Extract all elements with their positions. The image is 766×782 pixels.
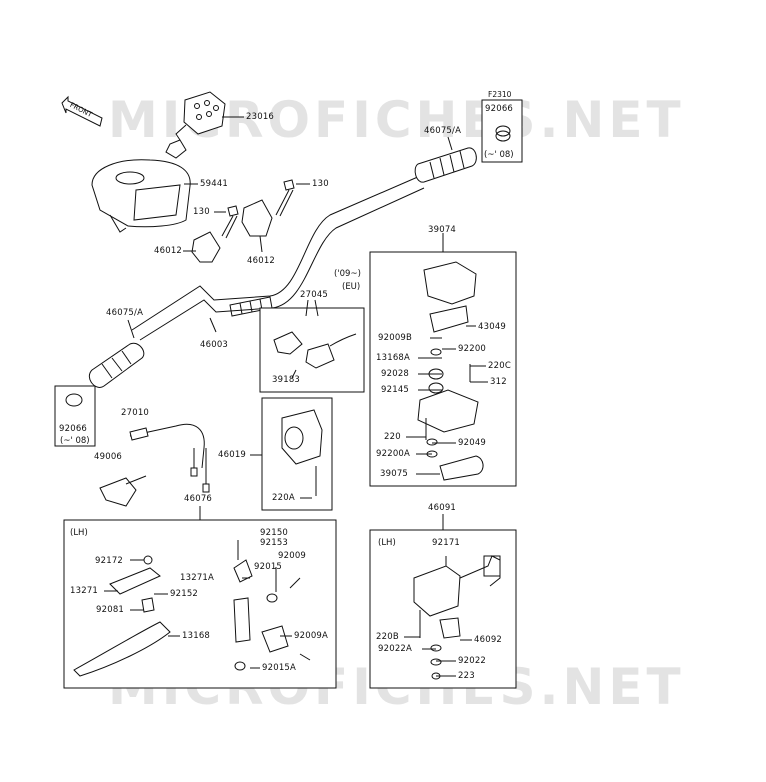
part-46075a-grip-left [88,319,145,388]
callout-92150: 92150 [260,528,289,538]
callout-46012-a: 46012 [154,246,183,256]
callout-92200a: 92200A [376,449,411,459]
part-46019-box [250,397,333,511]
callout-92081: 92081 [96,605,125,615]
part-130-bolts [214,179,310,239]
callout-92172: 92172 [95,556,124,566]
callout-46076: 46076 [184,494,213,504]
callout-46075a-left: 46075/A [106,308,144,318]
callout-312: 312 [490,377,507,387]
callout-39074: 39074 [428,225,457,235]
eu-note: ('09~) [334,269,361,279]
leader-lines [104,299,488,677]
part-92066-box-left [54,385,96,447]
callout-13271: 13271 [70,586,99,596]
part-39074-box [369,233,517,487]
callout-130-b: 130 [193,207,210,217]
callout-92028: 92028 [381,369,410,379]
part-27010-cable [129,423,210,493]
callout-46075a-right: 46075/A [424,126,462,136]
part-23016-switch [165,91,244,159]
callout-92015: 92015 [254,562,283,572]
callout-92049: 92049 [458,438,487,448]
part-46076-box [63,506,337,689]
callout-46012-b: 46012 [247,256,276,266]
note-92066-top: (~' 08) [484,150,514,160]
eu-label: (EU) [342,282,361,292]
callout-220c: 220C [488,361,511,371]
callout-49006: 49006 [94,452,123,462]
part-46075a-grip-right [414,136,477,183]
callout-27045: 27045 [300,290,329,300]
callout-92009b: 92009B [378,333,413,343]
callout-223: 223 [458,671,475,681]
part-92066-box-top [481,99,523,163]
callout-59441: 59441 [200,179,229,189]
part-27045-box [259,299,365,393]
callout-43049: 43049 [478,322,507,332]
callout-92009: 92009 [278,551,307,561]
part-46091-box [369,514,517,689]
front-arrow-icon [61,95,103,127]
callout-130-a: 130 [312,179,329,189]
callout-27010: 27010 [121,408,150,418]
callout-92171: 92171 [432,538,461,548]
callout-92145: 92145 [381,385,410,395]
callout-39075: 39075 [380,469,409,479]
callout-46092: 46092 [474,635,503,645]
callout-92066-top: 92066 [485,104,514,114]
callout-220: 220 [384,432,401,442]
lh-label-lever: (LH) [70,528,88,538]
part-49006 [99,475,147,507]
callout-92153: 92153 [260,538,289,548]
part-59441-cover [91,159,198,233]
callout-23016: 23016 [246,112,275,122]
callout-46003: 46003 [200,340,229,350]
part-46012-clamps [183,199,273,263]
callout-13271a: 13271A [180,573,215,583]
callout-220a: 220A [272,493,295,503]
callout-92009a: 92009A [294,631,329,641]
callout-92200: 92200 [458,344,487,354]
callout-92066-left: 92066 [59,424,88,434]
callout-92022a: 92022A [378,644,413,654]
callout-92152: 92152 [170,589,199,599]
note-92066-left: (~' 08) [60,436,90,446]
callout-92015a: 92015A [262,663,297,673]
callout-13168a: 13168A [376,353,411,363]
callout-46019: 46019 [218,450,247,460]
figure-code: F2310 [488,90,512,99]
callout-220b: 220B [376,632,399,642]
lh-label-switch: (LH) [378,538,396,548]
callout-92022: 92022 [458,656,487,666]
callout-39183: 39183 [272,375,301,385]
callout-13168: 13168 [182,631,211,641]
callout-46091: 46091 [428,503,457,513]
